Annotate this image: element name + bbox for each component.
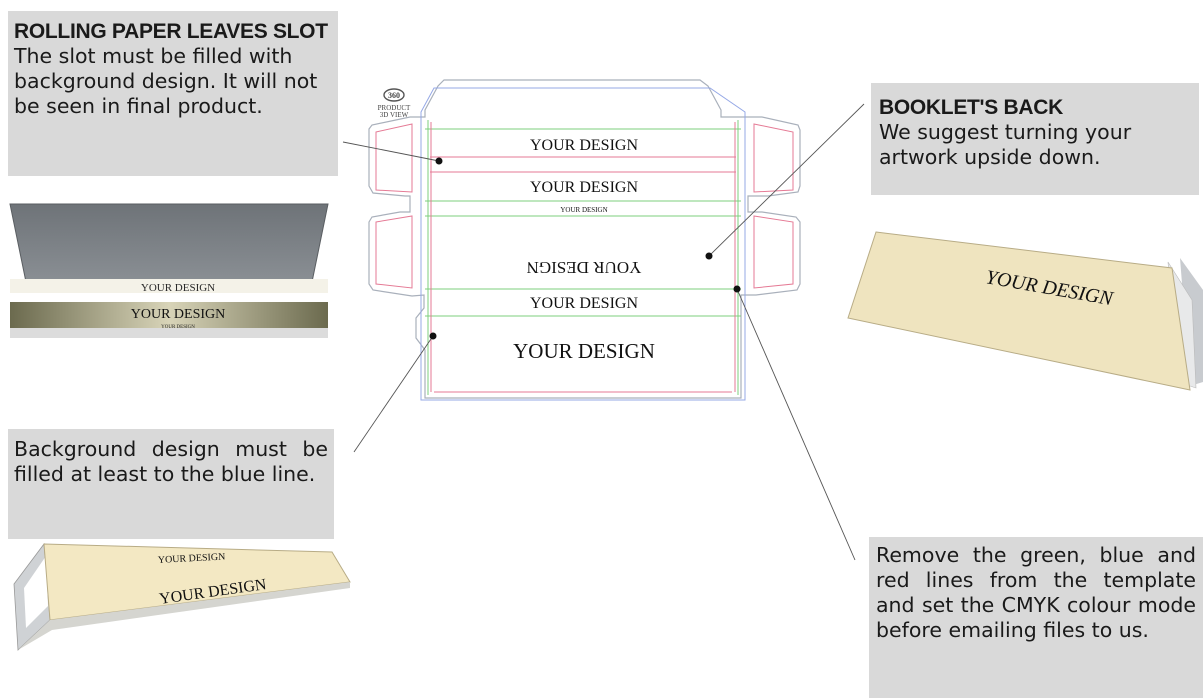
callout-back-title: BOOKLET'S BACK — [879, 96, 1063, 119]
callout-remove-lines-text: Remove the green, blue and red lines fro… — [876, 543, 1196, 642]
product-3d-badge[interactable]: 360 PRODUCT 3D VIEW — [378, 88, 411, 119]
template-label-upside: YOUR DESIGN — [527, 258, 642, 277]
mockup-front-view: YOUR DESIGN YOUR DESIGN — [13, 542, 351, 651]
callout-back-text: We suggest turning your artwork upside d… — [879, 120, 1132, 169]
callout-slot-text: The slot must be filled with background … — [14, 44, 318, 118]
callout-background-text: Background design must be filled at leas… — [14, 437, 328, 486]
callout-slot: ROLLING PAPER LEAVES SLOT The slot must … — [8, 11, 338, 176]
blue-lines — [420, 87, 746, 401]
callout-remove-lines: Remove the green, blue and red lines fro… — [869, 537, 1203, 698]
template-label-1: YOUR DESIGN — [530, 137, 638, 154]
mockup-back-view: YOUR DESIGN — [847, 231, 1203, 391]
template-label-3: YOUR DESIGN — [530, 295, 638, 312]
red-lines — [375, 122, 794, 393]
template-dieline: 360 PRODUCT 3D VIEW YOUR DESIGN YOUR DES… — [368, 79, 801, 401]
front-view-label-small: YOUR DESIGN — [158, 551, 226, 566]
callout-slot-title: ROLLING PAPER LEAVES SLOT — [14, 20, 328, 43]
mockup-open-booklet: YOUR DESIGN YOUR DESIGN YOUR DESIGN — [9, 203, 329, 338]
open-booklet-label-small: YOUR DESIGN — [161, 325, 195, 330]
badge-line1: PRODUCT — [378, 104, 411, 112]
open-booklet-label-1: YOUR DESIGN — [141, 282, 215, 294]
leader-dots — [429, 157, 741, 340]
open-booklet-label-2: YOUR DESIGN — [131, 307, 226, 322]
badge-line2: 3D VIEW — [380, 111, 409, 119]
template-label-2: YOUR DESIGN — [530, 179, 638, 196]
leader-lines — [342, 103, 865, 561]
template-label-small: YOUR DESIGN — [560, 206, 607, 214]
badge-number: 360 — [388, 91, 400, 100]
template-label-4: YOUR DESIGN — [513, 339, 655, 363]
green-lines — [425, 120, 741, 395]
callout-background: Background design must be filled at leas… — [8, 429, 334, 539]
cut-outline — [368, 79, 801, 399]
callout-back: BOOKLET'S BACK We suggest turning your a… — [871, 83, 1199, 195]
